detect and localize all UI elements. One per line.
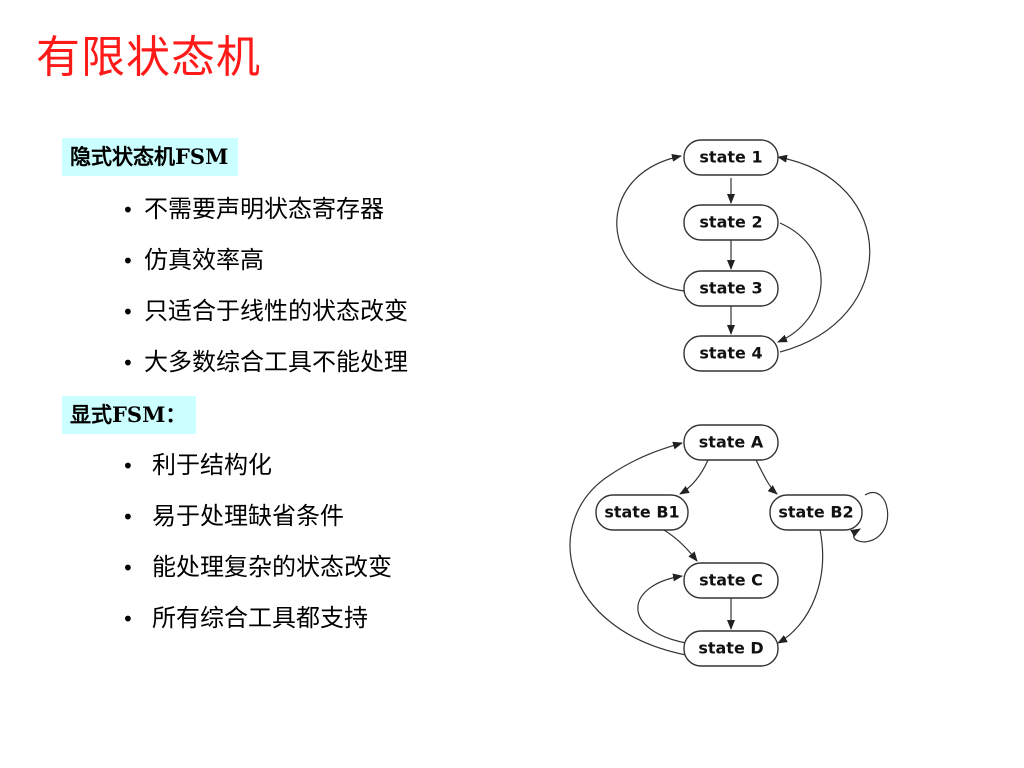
svg-text:state 2: state 2 bbox=[699, 213, 762, 232]
slide-title: 有限状态机 bbox=[36, 32, 261, 83]
state-node: state D bbox=[683, 630, 779, 667]
explicit-fsm-list: •利于结构化 •易于处理缺省条件 •能处理复杂的状态改变 •所有综合工具都支持 bbox=[122, 449, 392, 653]
edge-4-1 bbox=[777, 154, 871, 353]
state-node: state 3 bbox=[683, 270, 779, 307]
edge-a-b1 bbox=[679, 459, 709, 495]
list-item: •所有综合工具都支持 bbox=[122, 602, 392, 653]
svg-text:state A: state A bbox=[699, 433, 764, 452]
edge-3-1 bbox=[616, 153, 685, 292]
implicit-fsm-list: •不需要声明状态寄存器 •仿真效率高 •只适合于线性的状态改变 •大多数综合工具… bbox=[122, 193, 408, 397]
bullet-icon: • bbox=[122, 351, 134, 375]
bullet-icon: • bbox=[122, 607, 134, 631]
list-item: •能处理复杂的状态改变 bbox=[122, 551, 392, 602]
edge-2-4 bbox=[777, 222, 822, 343]
svg-text:state 3: state 3 bbox=[699, 279, 762, 298]
list-item: •易于处理缺省条件 bbox=[122, 500, 392, 551]
svg-text:state D: state D bbox=[698, 639, 763, 658]
bullet-icon: • bbox=[122, 249, 134, 273]
bullet-icon: • bbox=[122, 556, 134, 580]
bullet-icon: • bbox=[122, 454, 134, 478]
list-item: •只适合于线性的状态改变 bbox=[122, 295, 408, 346]
list-item: •利于结构化 bbox=[122, 449, 392, 500]
edge-b2-d bbox=[777, 529, 824, 644]
state-node: state 1 bbox=[683, 139, 779, 176]
edge-a-b2 bbox=[755, 459, 778, 495]
state-node: state A bbox=[683, 424, 779, 461]
state-node: state 4 bbox=[683, 335, 779, 372]
state-node: state B2 bbox=[769, 494, 863, 531]
edge-d-c bbox=[637, 573, 687, 644]
svg-text:state B2: state B2 bbox=[778, 503, 853, 522]
explicit-fsm-label: 显式FSM： bbox=[62, 396, 197, 434]
state-node: state 2 bbox=[683, 204, 779, 241]
explicit-fsm-diagram: state A state B1 state B2 state C state … bbox=[569, 424, 889, 667]
svg-text:state C: state C bbox=[699, 571, 763, 590]
state-node: state B1 bbox=[595, 494, 689, 531]
list-item: •大多数综合工具不能处理 bbox=[122, 346, 408, 397]
svg-text:state 4: state 4 bbox=[699, 344, 762, 363]
edge-b1-c bbox=[663, 529, 698, 562]
bullet-icon: • bbox=[122, 198, 134, 222]
bullet-icon: • bbox=[122, 505, 134, 529]
svg-text:state B1: state B1 bbox=[604, 503, 679, 522]
edge-d-a bbox=[569, 441, 687, 656]
list-item: •不需要声明状态寄存器 bbox=[122, 193, 408, 244]
list-item: •仿真效率高 bbox=[122, 244, 408, 295]
bullet-icon: • bbox=[122, 300, 134, 324]
implicit-fsm-diagram: state 1 state 2 state 3 state 4 bbox=[616, 139, 871, 372]
svg-text:state 1: state 1 bbox=[699, 148, 762, 167]
edge-b2-self bbox=[850, 492, 889, 543]
implicit-fsm-label: 隐式状态机FSM bbox=[62, 138, 239, 176]
state-node: state C bbox=[683, 562, 779, 599]
